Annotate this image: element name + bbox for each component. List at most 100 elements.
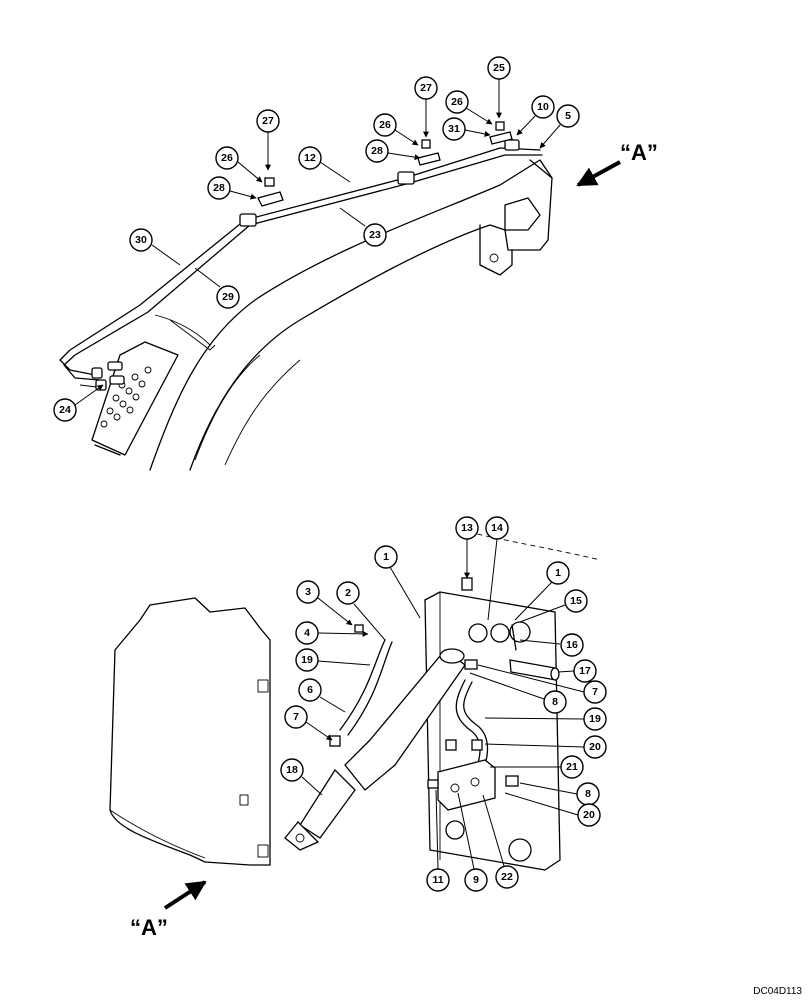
callout-u12: 25 [487, 56, 511, 119]
callout-l16: 7 [284, 705, 333, 741]
callout-l12: 8 [469, 672, 567, 714]
view-a-upper: “A” [576, 140, 658, 187]
svg-text:3: 3 [305, 586, 311, 598]
pivot-boss-2 [508, 838, 532, 862]
svg-text:9: 9 [473, 874, 479, 886]
boom-head-plate [479, 224, 513, 276]
union-fitting-2 [397, 171, 415, 185]
svg-text:20: 20 [589, 741, 601, 753]
svg-text:1: 1 [555, 567, 561, 579]
callout-u7: 24 [53, 384, 104, 422]
clamp-31-right [489, 131, 513, 145]
callout-l3: 1 [514, 561, 570, 621]
callout-l22: 9 [457, 792, 488, 892]
clamp-28-left [257, 191, 284, 207]
callout-u8: 26 [373, 113, 419, 146]
callout-l11: 6 [298, 678, 346, 713]
svg-text:27: 27 [262, 115, 274, 127]
svg-text:29: 29 [222, 291, 234, 303]
view-a-label-lower: “A” [130, 915, 168, 940]
guard-tab-1 [257, 679, 269, 693]
svg-text:13: 13 [461, 522, 473, 534]
bushing-14 [468, 623, 488, 643]
valve-port-1 [450, 783, 460, 793]
svg-text:17: 17 [579, 665, 591, 677]
svg-text:19: 19 [301, 654, 313, 666]
hose-19-left-b [347, 641, 393, 736]
svg-text:30: 30 [135, 234, 147, 246]
adapter-20-left [445, 739, 457, 751]
callout-l15: 20 [484, 735, 607, 759]
view-a-lower: “A” [130, 880, 207, 940]
callout-l4: 15 [519, 589, 588, 623]
svg-text:7: 7 [293, 711, 299, 723]
callout-u13: 26 [445, 90, 493, 125]
svg-text:8: 8 [552, 696, 558, 708]
boom-pin-hole [489, 253, 499, 263]
plug-8 [505, 775, 519, 787]
callout-u11: 31 [442, 117, 491, 141]
svg-text:24: 24 [59, 404, 71, 416]
svg-text:4: 4 [304, 627, 310, 639]
elbow-left-2 [109, 375, 125, 385]
fitting-left-1 [91, 367, 103, 379]
callout-l1: 13 [455, 516, 479, 579]
callout-u9: 27 [414, 76, 438, 138]
svg-text:11: 11 [432, 874, 443, 886]
svg-text:28: 28 [371, 145, 383, 157]
pipe-12 [59, 147, 541, 376]
callout-l21: 11 [426, 789, 450, 892]
grease-nipple-13 [461, 577, 473, 591]
callout-l6: 2 [336, 581, 386, 641]
svg-text:16: 16 [566, 639, 578, 651]
svg-text:27: 27 [420, 82, 432, 94]
svg-text:10: 10 [537, 101, 549, 113]
svg-text:18: 18 [286, 764, 298, 776]
bolt-25-right [495, 121, 505, 131]
callout-u14: 10 [516, 95, 555, 136]
hose-19-left [339, 639, 386, 731]
hose-19-right [455, 679, 481, 771]
callout-l17: 21 [490, 755, 584, 779]
callout-l13: 7 [477, 664, 607, 704]
hose-19-right-b [463, 681, 489, 771]
valve-block [437, 759, 496, 811]
boom-edge-2 [169, 319, 216, 351]
callout-l10: 17 [557, 659, 597, 683]
svg-text:26: 26 [379, 119, 391, 131]
callout-l14: 19 [484, 707, 607, 731]
boom-side [194, 354, 261, 461]
svg-text:6: 6 [307, 684, 313, 696]
svg-text:19: 19 [589, 713, 601, 725]
pin-17-end [550, 667, 560, 681]
boom-bracket [504, 197, 541, 231]
union-fitting-1 [239, 213, 257, 227]
callout-l18: 18 [280, 758, 323, 796]
rod-eye-hole [295, 833, 305, 843]
callout-u6: 23 [339, 207, 387, 247]
mounting-plate-holes [100, 366, 152, 428]
svg-text:15: 15 [570, 595, 582, 607]
guard-edge [109, 809, 206, 859]
callout-u0: 27 [256, 109, 280, 171]
adapter-20-right [471, 739, 483, 751]
svg-text:20: 20 [583, 809, 595, 821]
callout-l7: 4 [295, 621, 369, 645]
svg-text:1: 1 [383, 551, 389, 563]
screw-11 [427, 779, 439, 789]
pin-17 [509, 659, 557, 681]
guard-tab-2 [257, 844, 269, 858]
callout-l0: 1 [374, 545, 421, 619]
svg-text:26: 26 [451, 96, 463, 108]
cylinder-head [439, 648, 465, 664]
svg-text:14: 14 [491, 522, 503, 534]
svg-text:25: 25 [493, 62, 505, 74]
svg-text:28: 28 [213, 182, 225, 194]
callout-u4: 30 [129, 228, 181, 266]
callout-u1: 26 [215, 146, 263, 183]
boom-top-edge [529, 159, 553, 179]
elbow-7-right [464, 659, 478, 670]
svg-text:8: 8 [585, 788, 591, 800]
